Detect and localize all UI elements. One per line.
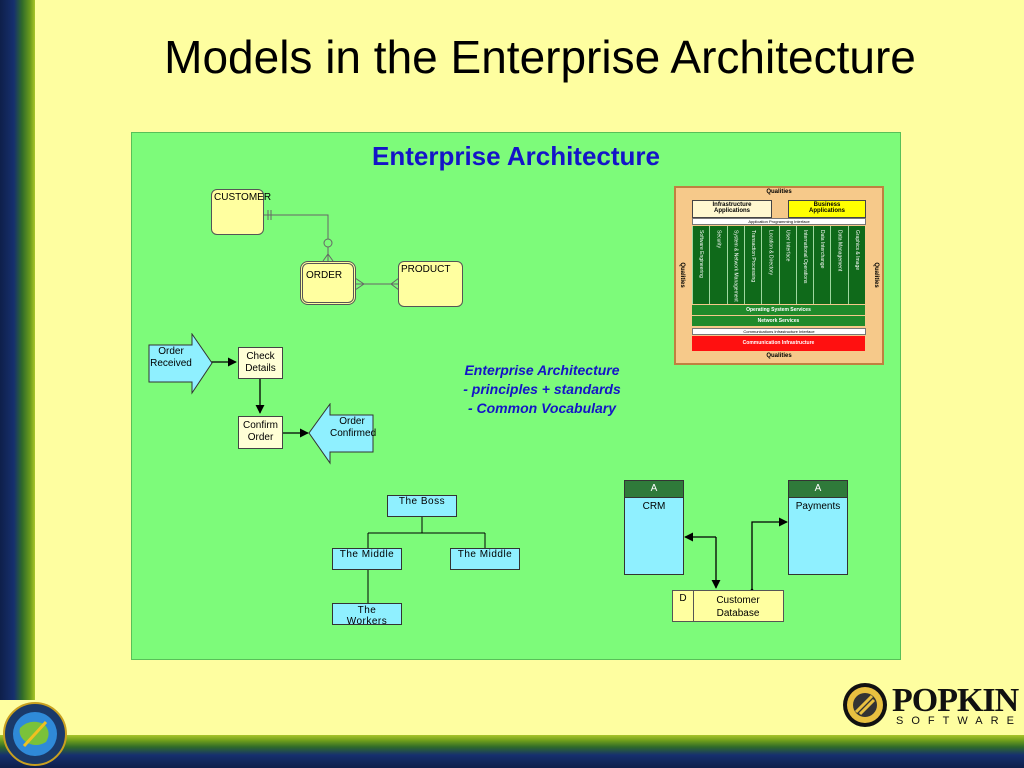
service-column: Security (709, 226, 726, 304)
org-chart-connectors (367, 517, 486, 603)
service-label: International Operations (801, 230, 808, 284)
org-middle-left: The Middle (332, 548, 402, 570)
infrastructure-applications: Infrastructure Applications (692, 200, 772, 218)
entity-product-label: PRODUCT (401, 264, 451, 275)
service-label: System & Network Management (732, 230, 739, 302)
database-label: Customer Database (716, 595, 760, 619)
process-check-details: Check Details (238, 347, 283, 379)
logo-subtitle: SOFTWARE (896, 715, 1022, 727)
slide-title: Models in the Enterprise Architecture (164, 31, 916, 83)
app-payments-label: Payments (795, 501, 841, 512)
communication-infrastructure-bar: Communication Infrastructure (692, 336, 865, 351)
popkin-logo: POPKIN SOFTWARE (842, 682, 1019, 728)
service-column: Data Management (830, 226, 847, 304)
left-decorative-bar (0, 0, 35, 700)
order-received-label: Order Received (150, 346, 192, 369)
business-applications: Business Applications (788, 200, 866, 218)
logo-wordmark: POPKIN (892, 682, 1019, 719)
order-confirmed-shape (308, 403, 374, 465)
service-column: Software Engineering (692, 226, 709, 304)
order-confirmed-label: Order Confirmed (330, 416, 377, 439)
entity-customer-label: CUSTOMER (214, 192, 272, 203)
service-label: Software Engineering (698, 230, 705, 278)
app-crm-header: A (625, 481, 683, 498)
network-services-bar: Network Services (692, 316, 865, 326)
database-letter: D (673, 591, 694, 621)
service-column: Transaction Processing (743, 226, 761, 304)
service-column: User Interface (778, 226, 796, 304)
note-line-3: - Common Vocabulary (467, 400, 617, 416)
enterprise-architecture-panel: Enterprise Architecture (131, 132, 901, 660)
org-workers: The Workers (332, 603, 402, 627)
architecture-framework-diagram: Qualities Infrastructure Applications Bu… (674, 186, 884, 365)
entity-customer: CUSTOMER (211, 189, 271, 235)
service-label: Data Management (836, 230, 843, 272)
panel-title: Enterprise Architecture (371, 141, 661, 171)
entity-order-label: ORDER (306, 270, 343, 281)
os-services-bar: Operating System Services (692, 305, 865, 315)
bottom-decorative-bar (0, 735, 1024, 768)
app-crm: A CRM (624, 480, 684, 575)
qualities-left: Qualities (679, 262, 685, 288)
customer-database: D Customer Database (672, 590, 784, 622)
service-label: Location & Directory (767, 230, 774, 276)
order-received-shape (148, 333, 213, 395)
connector-lines (211, 210, 788, 603)
er-relationship-customer-order (264, 210, 334, 262)
note-line-1: Enterprise Architecture (464, 362, 620, 378)
app-payments: A Payments (788, 480, 848, 575)
note-line-2: - principles + standards (463, 381, 621, 397)
er-relationship-order-product (354, 277, 400, 291)
data-flow-arrows (684, 517, 788, 597)
entity-product: PRODUCT (398, 261, 463, 307)
service-column: System & Network Management (726, 226, 744, 304)
services-columns: Software Engineering Security System & Net… (692, 226, 865, 304)
comm-interface-bar: Communications Infrastructure Interface (692, 328, 866, 335)
process-confirm-order: Confirm Order (238, 416, 283, 449)
service-column: Location & Directory (761, 226, 778, 304)
service-label: Data Interchange (819, 230, 826, 269)
service-label: Transaction Processing (750, 230, 757, 283)
api-bar: Application Programming Interface (692, 218, 866, 225)
globe-logo-icon (3, 702, 67, 766)
service-label: User Interface (784, 230, 791, 262)
app-crm-label: CRM (642, 501, 666, 512)
org-middle-right: The Middle (450, 548, 520, 570)
popkin-emblem-icon (843, 683, 887, 727)
service-label: Graphics & Image (853, 230, 860, 271)
service-column: Graphics & Image (847, 226, 865, 304)
qualities-right: Qualities (873, 262, 879, 288)
architecture-note: Enterprise Architecture - principles + s… (437, 361, 647, 418)
service-label: Security (715, 230, 722, 249)
app-payments-header: A (789, 481, 847, 498)
service-column: Data Interchange (813, 226, 830, 304)
process-flow-arrows (211, 357, 309, 438)
org-boss: The Boss (387, 495, 457, 517)
entity-order: ORDER (300, 261, 356, 305)
service-column: International Operations (795, 226, 813, 304)
